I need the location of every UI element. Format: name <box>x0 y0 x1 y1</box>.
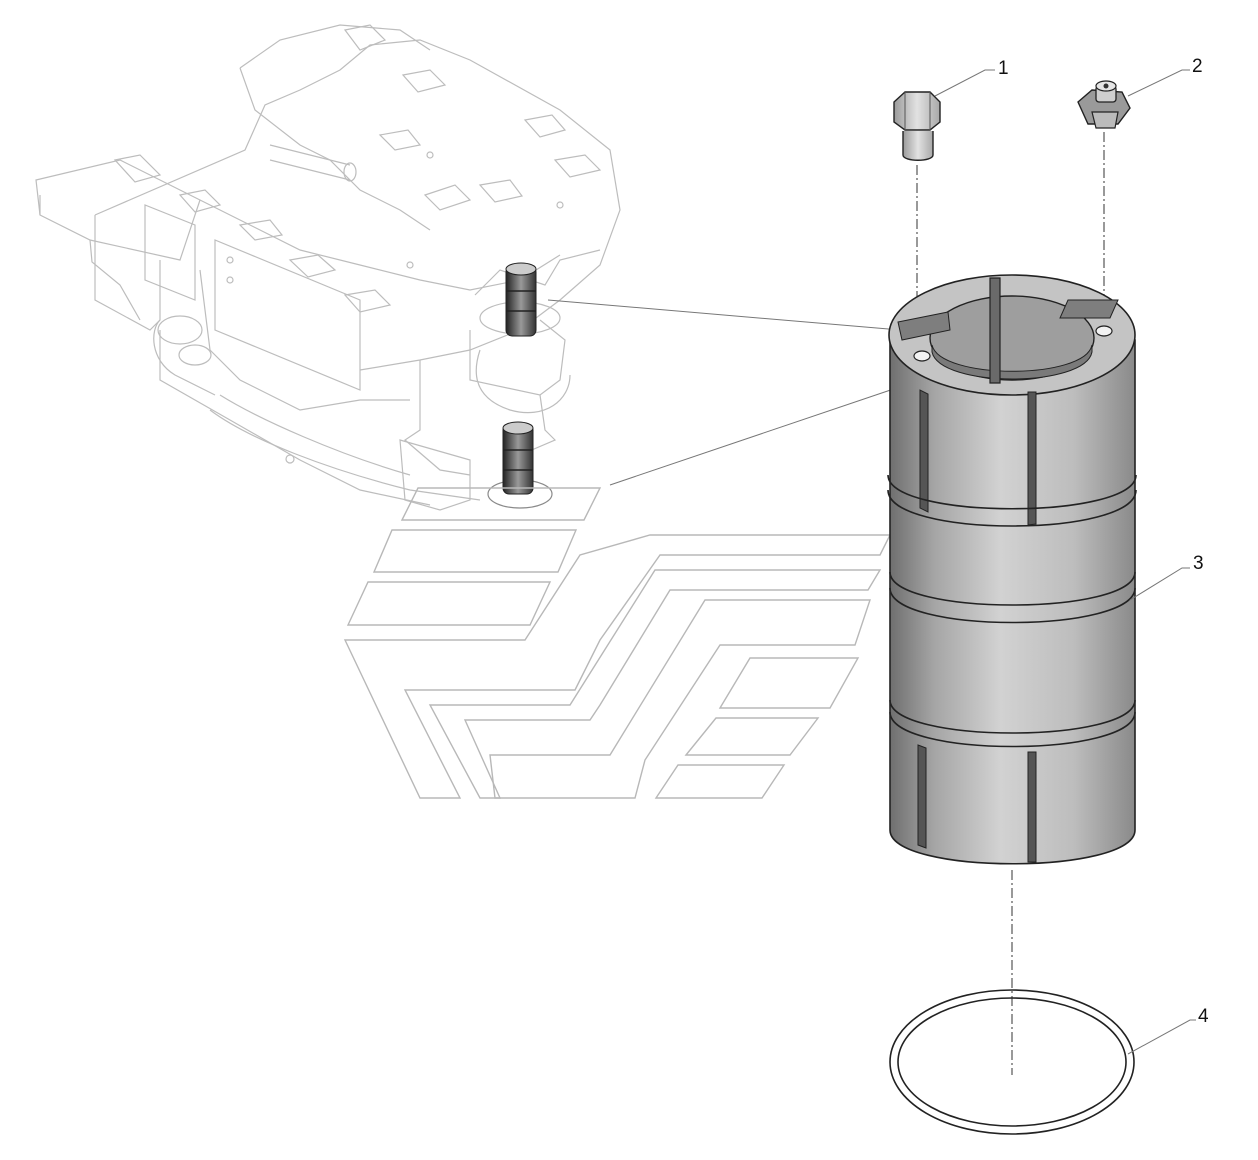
callout-3: 3 <box>1129 553 1204 601</box>
installed-bushing-lower <box>502 421 534 495</box>
detail-leader-lines <box>547 299 921 486</box>
split-bushing-part <box>887 274 1137 865</box>
bolt-part <box>893 91 941 161</box>
callout-2-label: 2 <box>1192 56 1203 77</box>
manufacturer-logo-watermark <box>343 487 892 799</box>
callout-3-label: 3 <box>1193 553 1204 574</box>
installed-bushing-upper <box>505 262 537 337</box>
callout-4-label: 4 <box>1198 1006 1209 1027</box>
callout-1: 1 <box>934 58 1009 97</box>
callout-1-label: 1 <box>998 58 1009 79</box>
o-ring-part <box>889 989 1135 1135</box>
grease-fitting-part <box>1077 80 1131 129</box>
callout-4: 4 <box>1127 1006 1209 1055</box>
callout-2: 2 <box>1127 56 1203 97</box>
